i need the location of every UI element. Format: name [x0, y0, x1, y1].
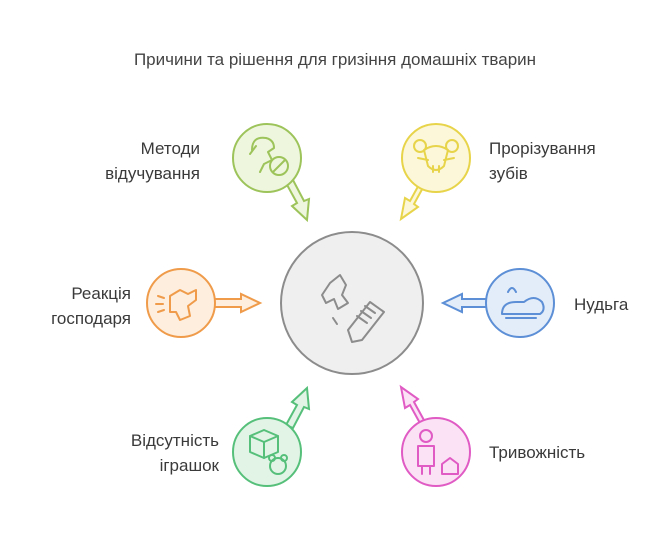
arrow-methods — [284, 178, 311, 223]
label-anxiety: Тривожність — [489, 443, 586, 462]
arrow-boredom — [440, 292, 491, 314]
label-methods: Методи відучування — [105, 139, 200, 183]
node-reaction — [146, 268, 263, 338]
node-boredom — [440, 268, 555, 338]
circle-reaction — [146, 268, 216, 338]
center-circle — [280, 231, 424, 375]
dog-no-chewing-icon — [249, 136, 289, 176]
label-teething: Прорізування зубів — [489, 139, 596, 183]
circle-teething — [401, 123, 471, 193]
label-boredom: Нудьга — [574, 295, 629, 314]
center-node — [280, 231, 424, 375]
chewing-dog-icon — [321, 274, 385, 343]
circle-anxiety — [401, 417, 471, 487]
diagram-title: Причини та рішення для гризіння домашніх… — [133, 50, 537, 69]
node-methods — [232, 123, 311, 223]
node-toys — [232, 385, 311, 487]
circle-toys — [232, 417, 302, 487]
label-reaction: Реакція господаря — [51, 284, 131, 328]
node-anxiety — [399, 384, 471, 487]
sleeping-dog-icon — [501, 287, 545, 319]
node-teething — [399, 123, 471, 222]
toy-box-icon — [249, 429, 288, 475]
circle-methods — [232, 123, 302, 193]
arrow-anxiety — [399, 384, 427, 427]
rodent-teeth-icon — [413, 139, 459, 173]
barking-dog-icon — [155, 289, 197, 321]
label-toys: Відсутність іграшок — [130, 431, 219, 475]
anxious-person-icon — [417, 429, 459, 475]
arrow-toys — [284, 385, 311, 430]
arrow-reaction — [212, 292, 263, 314]
